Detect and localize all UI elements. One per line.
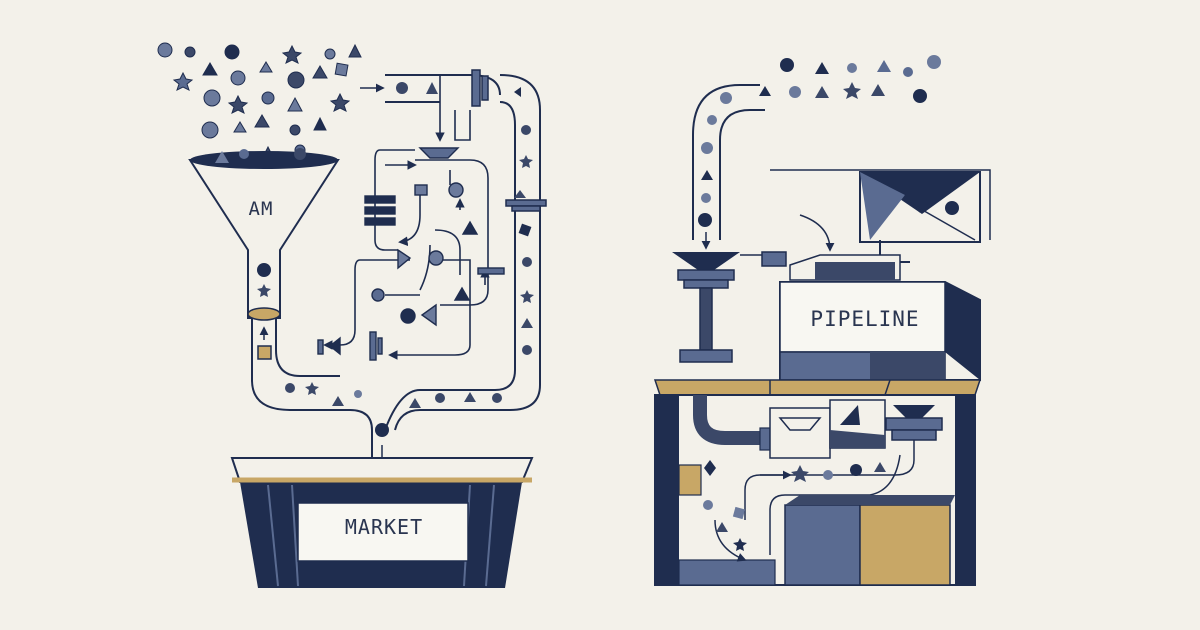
bottom-pipe-items [285,382,421,467]
envelope-machine [740,169,991,281]
left-pipe [251,318,373,460]
top-conveyor-items [396,82,534,403]
funnel [188,148,340,321]
top-conveyor [360,74,541,431]
pipeline-box [779,281,981,381]
pipeline-label: PIPELINE [810,307,920,331]
press-column [672,252,740,363]
right-chute [692,84,765,240]
gold-block [257,345,272,360]
top-valve [471,69,547,212]
right-chute-items [698,92,732,250]
lower-machine-items [703,460,886,551]
inner-circuit-nodes [317,147,505,361]
falling-shapes-left [157,42,362,165]
right-falling-shapes [759,55,941,103]
lower-machine [653,379,982,586]
inner-circuit [323,75,490,360]
market-label: MARKET [344,515,424,539]
market-box [230,457,534,588]
funnel-label: AM [248,198,274,220]
